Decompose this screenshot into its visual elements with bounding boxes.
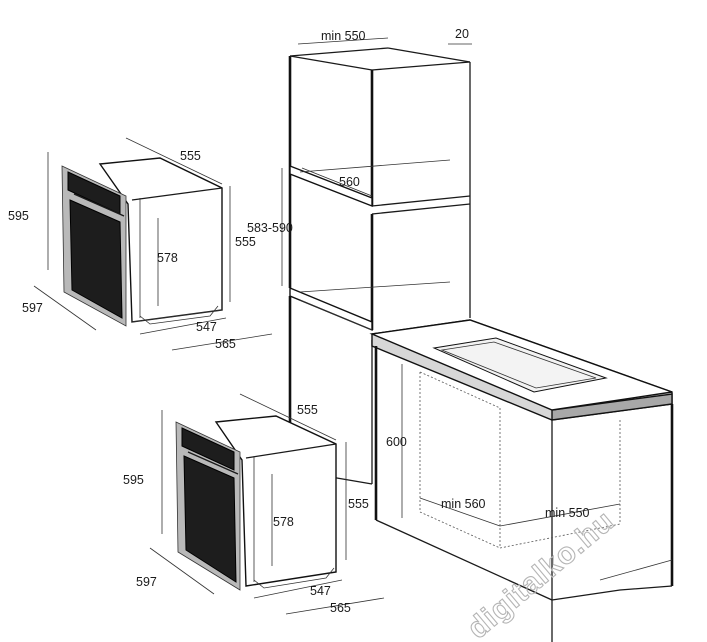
label-oven1-front-width: 597: [22, 301, 43, 315]
dimension-lines: [281, 37, 621, 527]
label-counter-niche-height: 600: [386, 435, 407, 449]
label-tower-width: min 550: [321, 29, 366, 43]
label-tower-niche-depth: 560: [339, 175, 360, 189]
label-oven2-body-height: 578: [273, 515, 294, 529]
label-tower-gap: 20: [455, 27, 469, 41]
dimension-labels: min 550 20 560 583-590 555 595 578 555 5…: [8, 27, 590, 615]
label-oven2-top-depth: 555: [297, 403, 318, 417]
label-oven1-side-height: 555: [235, 235, 256, 249]
label-tower-niche-height: 583-590: [247, 221, 293, 235]
oven-2: [149, 393, 385, 615]
label-oven1-inner-width: 547: [196, 320, 217, 334]
label-oven2-front-width: 597: [136, 575, 157, 589]
watermark-text: digitalko.hu: [461, 504, 620, 642]
base-cabinet: [369, 319, 674, 642]
label-oven1-top-depth: 555: [180, 149, 201, 163]
label-oven2-side-height: 555: [348, 497, 369, 511]
hob-cutout: [432, 337, 608, 393]
label-oven2-front-height: 595: [123, 473, 144, 487]
label-oven1-body-height: 578: [157, 251, 178, 265]
label-oven1-front-height: 595: [8, 209, 29, 223]
label-oven1-outer-width: 565: [215, 337, 236, 351]
label-oven2-inner-width: 547: [310, 584, 331, 598]
label-oven2-outer-width: 565: [330, 601, 351, 615]
oven-1: [33, 137, 273, 351]
tall-cabinet: [288, 47, 471, 485]
label-counter-niche-depth: min 560: [441, 497, 486, 511]
label-counter-niche-width: min 550: [545, 506, 590, 520]
